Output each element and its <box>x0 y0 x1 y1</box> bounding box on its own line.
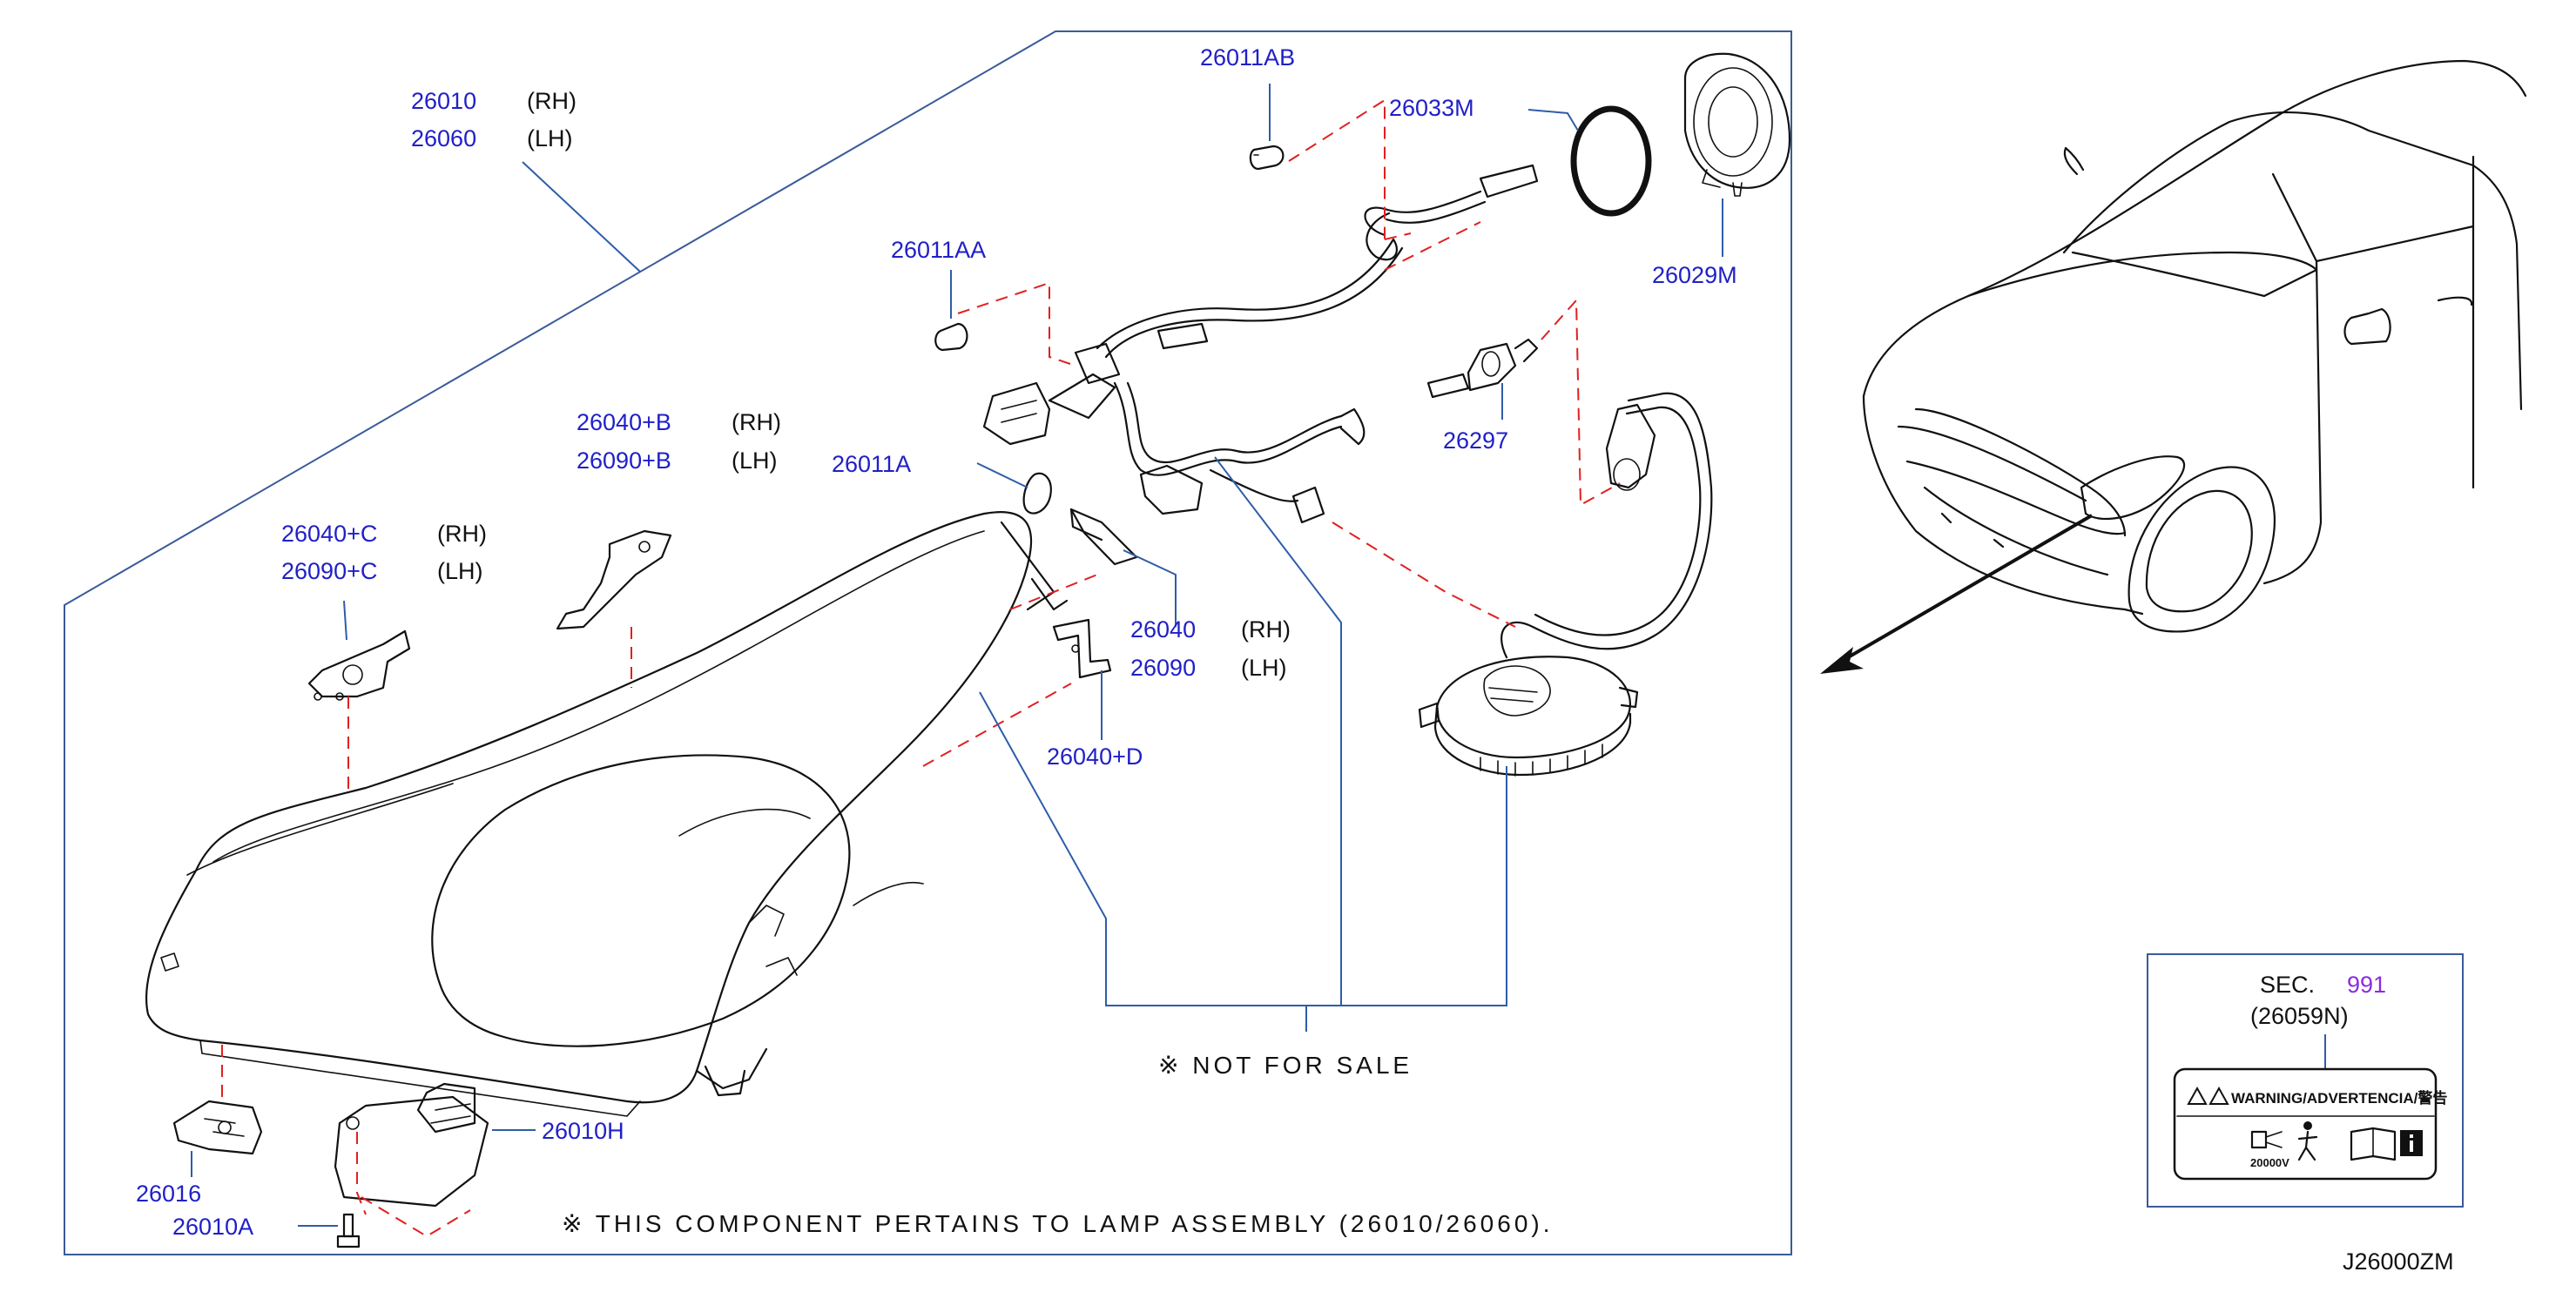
label-26011A: 26011A <box>832 451 911 477</box>
screw-26010A <box>336 1213 361 1248</box>
label-26040C-side: (RH) <box>437 521 487 547</box>
label-26010-side: (RH) <box>527 88 577 114</box>
bracket-26040C <box>307 629 411 701</box>
label-26297: 26297 <box>1443 427 1508 454</box>
label-26016: 26016 <box>136 1181 201 1207</box>
warning-triangle-icon <box>2187 1086 2208 1105</box>
label-26033M: 26033M <box>1389 95 1474 121</box>
headlamp-assembly <box>145 511 1069 1117</box>
label-26060-side: (LH) <box>527 125 573 151</box>
sec-label: SEC. <box>2260 972 2315 998</box>
label-26010A: 26010A <box>172 1214 253 1240</box>
sec-991-box: SEC. 991 (26059N) WARNING/ADVERTENCIA/警告… <box>2147 953 2464 1208</box>
label-26040B: 26040+B <box>577 409 671 435</box>
ballast-unit <box>1418 656 1639 777</box>
label-26040: 26040 <box>1130 616 1196 643</box>
pointer-arrow <box>1831 514 2094 668</box>
label-26040C: 26040+C <box>281 521 377 547</box>
bulb-26011AB <box>1249 145 1285 171</box>
o-ring-26033M <box>1570 105 1652 217</box>
sec-part-number: (26059N) <box>2250 1003 2349 1029</box>
label-26029M: 26029M <box>1652 262 1737 288</box>
actuator-26010H <box>334 1082 489 1208</box>
diagram-id: J26000ZM <box>2343 1248 2454 1275</box>
cap-26029M <box>1683 52 1791 197</box>
high-voltage-icon <box>2250 1121 2318 1161</box>
igniter-cable <box>1500 392 1713 659</box>
warning-text: WARNING/ADVERTENCIA/警告 <box>2231 1089 2447 1107</box>
bracket-26040D <box>1052 618 1112 679</box>
label-26040D: 26040+D <box>1047 744 1143 770</box>
label-26040-side: (RH) <box>1241 616 1291 643</box>
note-component: ※ THIS COMPONENT PERTAINS TO LAMP ASSEMB… <box>562 1210 1554 1237</box>
bracket-26040B <box>556 529 672 630</box>
manual-info-icon <box>2350 1127 2423 1161</box>
shock-triangle-icon <box>2208 1086 2229 1105</box>
leader-26010 <box>522 161 641 273</box>
label-26090B-side: (LH) <box>732 447 778 474</box>
bracket-26016 <box>172 1100 263 1155</box>
label-26090B: 26090+B <box>577 447 671 474</box>
label-26060: 26060 <box>411 125 476 151</box>
note-not-for-sale: ※ NOT FOR SALE <box>1158 1052 1413 1079</box>
label-26090: 26090 <box>1130 655 1196 681</box>
label-26010: 26010 <box>411 88 476 114</box>
voltage-text: 20000V <box>2250 1156 2289 1169</box>
sec-number[interactable]: 991 <box>2347 972 2386 998</box>
bulb-26011A <box>1022 472 1052 515</box>
diagram-frame <box>64 30 1792 1255</box>
label-26090C: 26090+C <box>281 558 377 584</box>
not-for-sale-leader <box>979 456 1507 1032</box>
label-26040B-side: (RH) <box>732 409 781 435</box>
label-26090C-side: (LH) <box>437 558 483 584</box>
vehicle-illustration <box>1862 59 2527 633</box>
wiring-harness <box>982 164 1539 524</box>
bracket-26040 <box>1069 508 1138 566</box>
xenon-bulb-26297 <box>1426 338 1539 399</box>
bulb-26011AA <box>934 322 968 352</box>
label-26011AB: 26011AB <box>1200 44 1295 71</box>
label-26011AA: 26011AA <box>891 237 986 263</box>
label-26010H: 26010H <box>542 1118 624 1144</box>
label-26090-side: (LH) <box>1241 655 1287 681</box>
warning-label <box>2173 1067 2438 1181</box>
